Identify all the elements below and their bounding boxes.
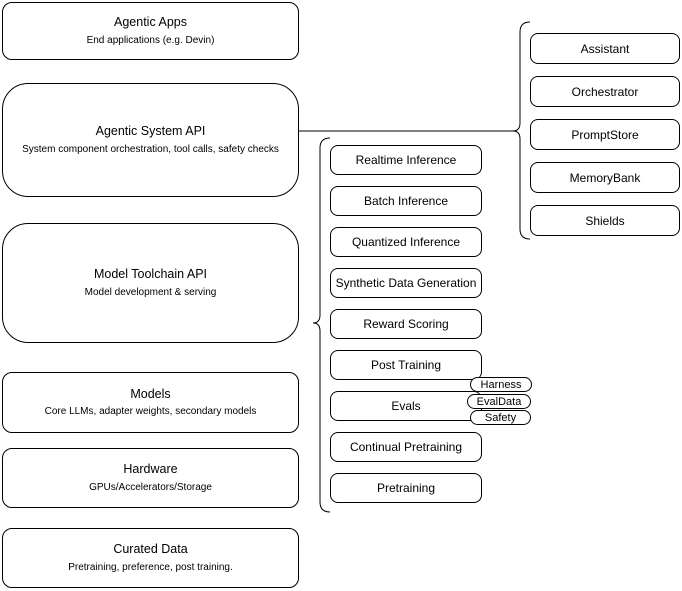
toolchain-services-brace xyxy=(312,137,331,513)
node-subtitle: Model development & serving xyxy=(84,286,217,298)
node-subtitle: Pretraining, preference, post training. xyxy=(68,561,233,573)
node-title: Models xyxy=(130,386,171,401)
node-subtitle: System component orchestration, tool cal… xyxy=(22,143,279,155)
node-evals: Evals xyxy=(330,391,482,421)
node-realtime-inference: Realtime Inference xyxy=(330,145,482,175)
node-continual-pretraining: Continual Pretraining xyxy=(330,432,482,462)
node-subtitle: End applications (e.g. Devin) xyxy=(86,34,215,46)
node-promptstore: PromptStore xyxy=(530,119,680,150)
node-reward-scoring: Reward Scoring xyxy=(330,309,482,339)
pill-evaldata: EvalData xyxy=(467,394,531,409)
node-memorybank: MemoryBank xyxy=(530,162,680,193)
node-title: Hardware xyxy=(123,462,178,477)
node-subtitle: Core LLMs, adapter weights, secondary mo… xyxy=(44,406,257,418)
pill-harness: Harness xyxy=(470,377,532,392)
node-synthetic-data-generation: Synthetic Data Generation xyxy=(330,268,482,298)
node-agentic-system-api: Agentic System API System component orch… xyxy=(2,83,299,197)
node-title: Agentic Apps xyxy=(114,15,187,30)
node-assistant: Assistant xyxy=(530,33,680,64)
node-agentic-apps: Agentic Apps End applications (e.g. Devi… xyxy=(2,2,299,60)
node-model-toolchain-api: Model Toolchain API Model development & … xyxy=(2,223,299,343)
node-shields: Shields xyxy=(530,205,680,236)
node-pretraining: Pretraining xyxy=(330,473,482,503)
node-orchestrator: Orchestrator xyxy=(530,76,680,107)
node-title: Agentic System API xyxy=(95,124,206,139)
toolchain-services-column: Realtime Inference Batch Inference Quant… xyxy=(330,145,482,503)
system-components-column: Assistant Orchestrator PromptStore Memor… xyxy=(530,33,680,236)
node-title: Curated Data xyxy=(113,542,188,557)
node-curated-data: Curated Data Pretraining, preference, po… xyxy=(2,528,299,588)
node-quantized-inference: Quantized Inference xyxy=(330,227,482,257)
system-components-brace xyxy=(512,21,531,240)
pill-safety: Safety xyxy=(470,410,531,425)
node-hardware: Hardware GPUs/Accelerators/Storage xyxy=(2,448,299,508)
node-title: Model Toolchain API xyxy=(93,267,208,282)
node-batch-inference: Batch Inference xyxy=(330,186,482,216)
node-subtitle: GPUs/Accelerators/Storage xyxy=(89,481,212,493)
node-models: Models Core LLMs, adapter weights, secon… xyxy=(2,372,299,433)
node-post-training: Post Training xyxy=(330,350,482,380)
